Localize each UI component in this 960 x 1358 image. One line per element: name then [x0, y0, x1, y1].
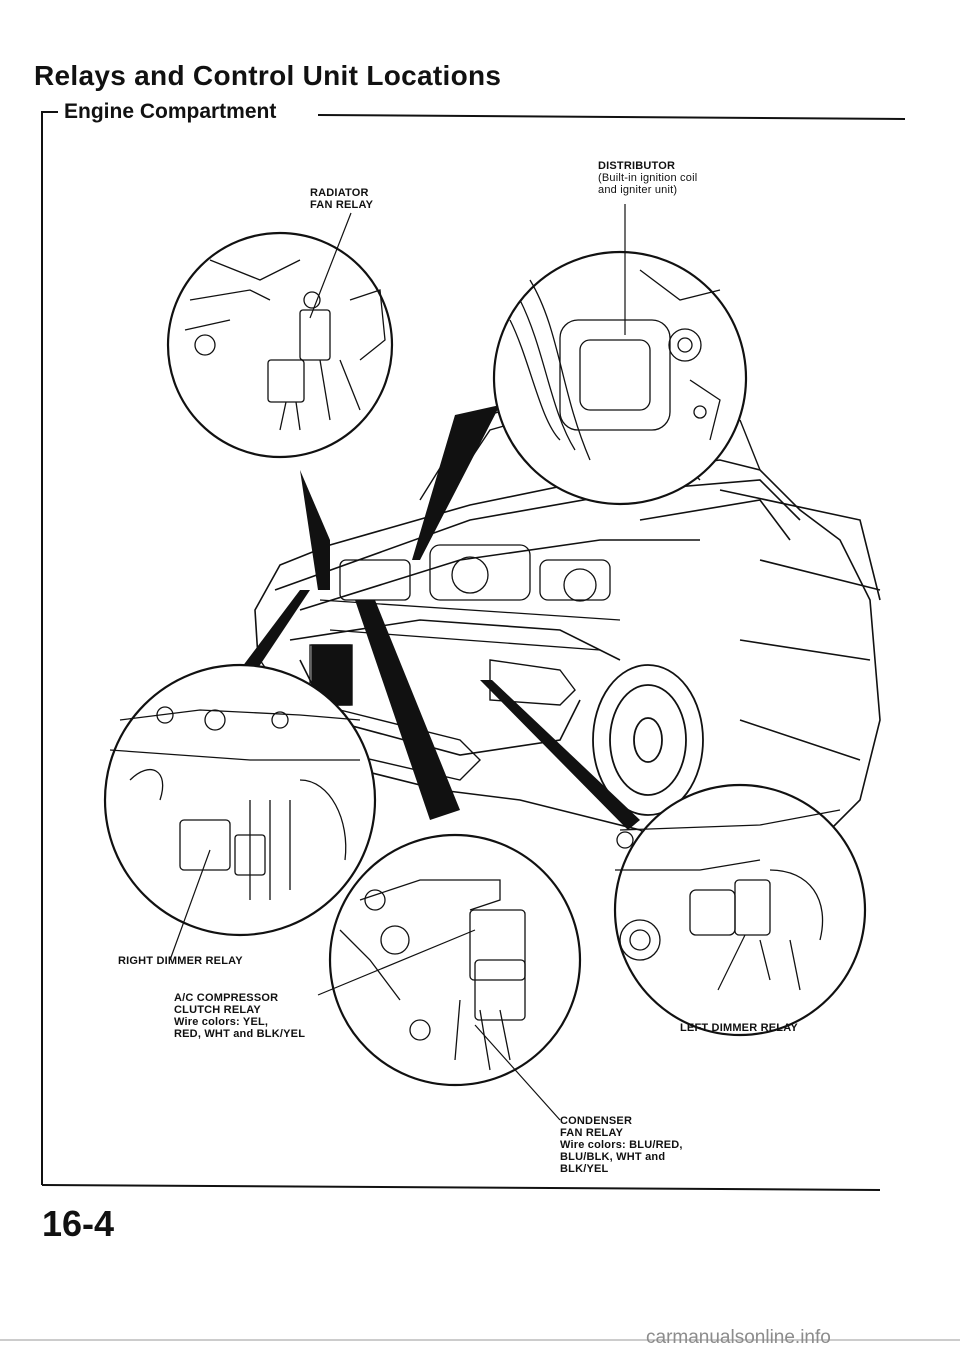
detail-circle-ac-relay [328, 833, 582, 1087]
leader-lines [169, 204, 746, 1121]
frame-left-bracket [41, 111, 58, 1185]
label-ac-compressor-clutch-relay: A/C COMPRESSOR CLUTCH RELAY Wire colors:… [174, 992, 306, 1040]
frame-top-rule [317, 114, 906, 120]
callout-wedges [236, 405, 640, 830]
page-title: Relays and Control Unit Locations [34, 60, 502, 91]
detail-circle-distributor [492, 250, 748, 506]
watermark: carmanualsonline.info [646, 1327, 831, 1348]
frame-bottom-rule [41, 1184, 881, 1191]
page-number: 16-4 [42, 1203, 115, 1244]
label-right-dimmer-relay: RIGHT DIMMER RELAY [118, 955, 243, 967]
label-distributor: DISTRIBUTOR (Built-in ignition coil and … [598, 160, 698, 196]
label-radiator-fan-relay: RADIATOR FAN RELAY [310, 187, 374, 211]
section-title: Engine Compartment [60, 100, 281, 124]
detail-circle-left-dimmer-relay [613, 783, 867, 1037]
detail-circle-radiator-fan-relay [166, 231, 394, 459]
detail-circle-right-dimmer-relay [103, 663, 377, 937]
front-wheel [592, 664, 704, 816]
label-left-dimmer-relay: LEFT DIMMER RELAY [680, 1022, 798, 1034]
engine-bay [309, 544, 621, 706]
label-condenser-fan-relay: CONDENSER FAN RELAY Wire colors: BLU/RED… [560, 1115, 683, 1175]
